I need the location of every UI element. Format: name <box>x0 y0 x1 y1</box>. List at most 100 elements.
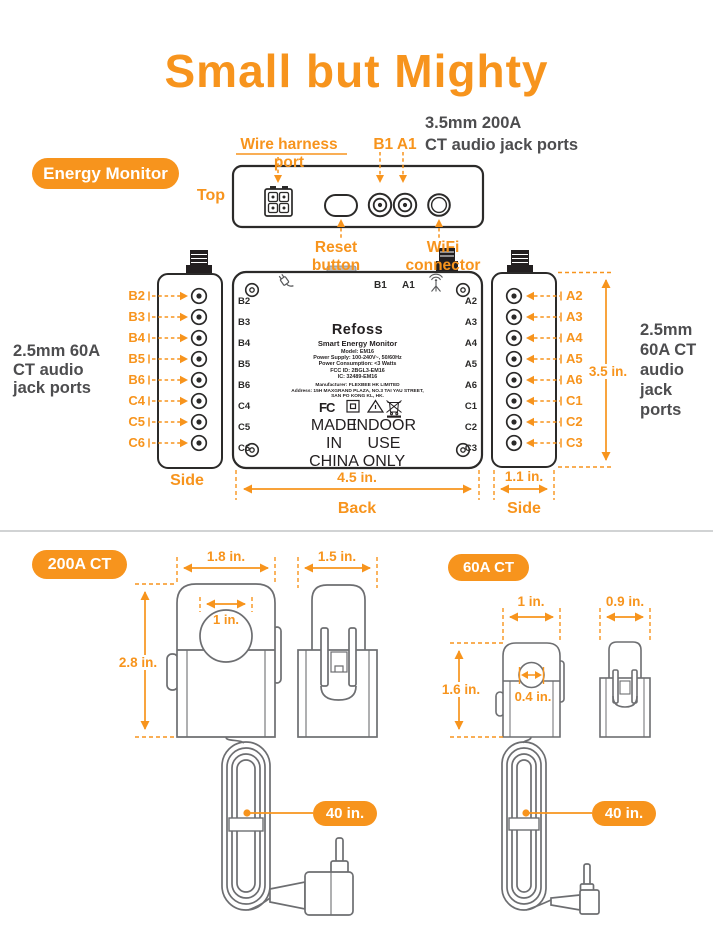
jack-35-note-line1: 3.5mm 200A <box>425 114 522 132</box>
back-port-label-c4: C4 <box>238 401 251 412</box>
top-view-drawing <box>231 164 485 229</box>
ct60-width-label: 1 in. <box>517 594 545 609</box>
product-name: Smart Energy Monitor <box>317 339 398 348</box>
label-manufacturer: Manufacturer: FLEXBEE HK LIMITED <box>315 383 400 389</box>
b1a1-label: B1 A1 <box>373 136 417 153</box>
cert-triangle-icon <box>366 399 385 413</box>
label-made-in: MADE IN CHINA <box>309 416 359 470</box>
left-60a-note-line1: 2.5mm 60A <box>13 342 101 360</box>
back-b1-label: B1 <box>374 280 387 291</box>
back-port-label-b2: B2 <box>238 296 251 307</box>
dim-4-5-label: 4.5 in. <box>337 469 377 485</box>
ct60-height-label: 1.6 in. <box>439 682 483 697</box>
back-port-label-c1: C1 <box>464 401 477 412</box>
antenna-icon <box>429 273 443 292</box>
port-label-right-1: A3 <box>566 309 583 324</box>
ct60-depth-label: 0.9 in. <box>605 594 645 609</box>
jack-a1-icon <box>392 192 418 218</box>
back-port-label-c6: C6 <box>238 443 251 454</box>
ct200-badge: 200A CT <box>32 550 127 579</box>
label-ic: IC: 32489-EM16 <box>337 373 378 380</box>
back-port-label-c2: C2 <box>464 422 477 433</box>
back-port-label-c5: C5 <box>238 422 251 433</box>
page-title: Small but Mighty <box>164 45 549 97</box>
label-power-consumption: Power Consumption: <3 Watts <box>318 361 397 368</box>
device-label: Refoss Smart Energy Monitor Model: EM16 … <box>287 323 428 400</box>
port-label-right-4: A6 <box>566 372 583 387</box>
back-port-label-b6: B6 <box>238 380 251 391</box>
back-port-label-a3: A3 <box>464 317 477 328</box>
wire-harness-label: Wire harness port <box>240 136 338 171</box>
antenna-connector-icon-right <box>507 250 533 275</box>
port-label-left-6: C5 <box>128 414 145 429</box>
ct60-side-dims <box>599 608 651 642</box>
port-label-left-2: B4 <box>128 330 145 345</box>
ct60-cable-drawing <box>501 741 600 915</box>
left-60a-note-line3: jack ports <box>13 379 91 397</box>
port-label-left-7: C6 <box>128 435 145 450</box>
label-address1: Address: 15H MAXGRAND PLAZA, NO.3 TAI YA… <box>291 388 424 394</box>
back-a1-label: A1 <box>402 280 415 291</box>
wifi-connector-label: WiFi connector <box>405 239 481 274</box>
energy-monitor-badge: Energy Monitor <box>32 158 179 189</box>
jack-b1-icon <box>367 192 393 218</box>
ct200-cable-length-badge: 40 in. <box>313 801 377 826</box>
antenna-connector-icon-back <box>436 248 458 272</box>
antenna-connector-icon-left <box>186 250 212 275</box>
jack-35-note: 3.5mm 200A CT audio jack ports <box>425 112 578 156</box>
weee-bin-icon <box>386 400 402 418</box>
port-label-right-2: A4 <box>566 330 583 345</box>
wifi-connector-icon <box>427 193 451 217</box>
label-model: Model: EM16 <box>341 349 374 355</box>
port-label-left-0: B2 <box>128 288 145 303</box>
port-label-right-5: C1 <box>566 393 583 408</box>
cable-length-leaders <box>243 809 592 817</box>
jack-35-note-line2: CT audio jack ports <box>425 136 579 154</box>
port-label-left-5: C4 <box>128 393 145 408</box>
right-60a-note-line2: 60A CT <box>640 341 697 359</box>
right-60a-note-line5: ports <box>640 401 682 419</box>
ct200-cable-drawing <box>221 741 354 916</box>
double-insulation-icon <box>346 399 360 413</box>
label-fcc-id: FCC ID: 2BGL3-EM16 <box>330 367 385 374</box>
ct200-side-dims <box>297 557 378 588</box>
ct60-cable-length-badge: 40 in. <box>592 801 656 826</box>
label-address2: SAN PO KONG KL, HK. <box>331 394 384 400</box>
back-port-label-b3: B3 <box>238 317 251 328</box>
right-60a-note-line4: jack <box>640 381 673 399</box>
back-port-label-a6: A6 <box>464 380 477 391</box>
reset-button-icon <box>324 194 358 217</box>
back-view-drawing: FC <box>231 270 484 470</box>
label-indoor-use: INDOOR USE ONLY <box>352 416 416 470</box>
label-power-supply: Power Supply: 100-240V~, 50/60Hz <box>313 355 402 362</box>
ct200-depth-label: 1.5 in. <box>317 549 357 564</box>
port-label-left-3: B5 <box>128 351 145 366</box>
power-plug-icon <box>278 273 294 287</box>
port-label-left-1: B3 <box>128 309 145 324</box>
top-view-callout-arrows <box>236 152 443 238</box>
port-label-right-6: C2 <box>566 414 583 429</box>
left-60a-note-line2: CT audio <box>13 360 84 379</box>
ct200-width-label: 1.8 in. <box>206 549 246 564</box>
back-port-label-a2: A2 <box>464 296 477 307</box>
side-label-left: Side <box>170 472 204 489</box>
right-60a-note: 2.5mm 60A CT audio jack ports <box>640 320 696 420</box>
port-label-right-3: A5 <box>566 351 583 366</box>
dim-1-1-label: 1.1 in. <box>504 469 544 484</box>
ct60-side-drawing <box>599 641 651 738</box>
brand-logo: Refoss <box>331 322 384 338</box>
back-port-label-b4: B4 <box>238 338 251 349</box>
dim-3-5-label: 3.5 in. <box>586 364 630 379</box>
reset-button-label: Reset button <box>311 239 361 274</box>
dim-4-5-and-1-1 <box>235 470 555 500</box>
ct200-hole-label: 1 in. <box>212 612 239 627</box>
right-side-view-drawing <box>491 272 557 468</box>
back-port-label-a4: A4 <box>464 338 477 349</box>
top-view-label: Top <box>196 187 226 204</box>
wire-harness-port-icon <box>264 186 293 217</box>
svg-text:FC: FC <box>319 400 336 415</box>
port-label-left-4: B6 <box>128 372 145 387</box>
ct60-hole-label: 0.4 in. <box>514 689 552 704</box>
